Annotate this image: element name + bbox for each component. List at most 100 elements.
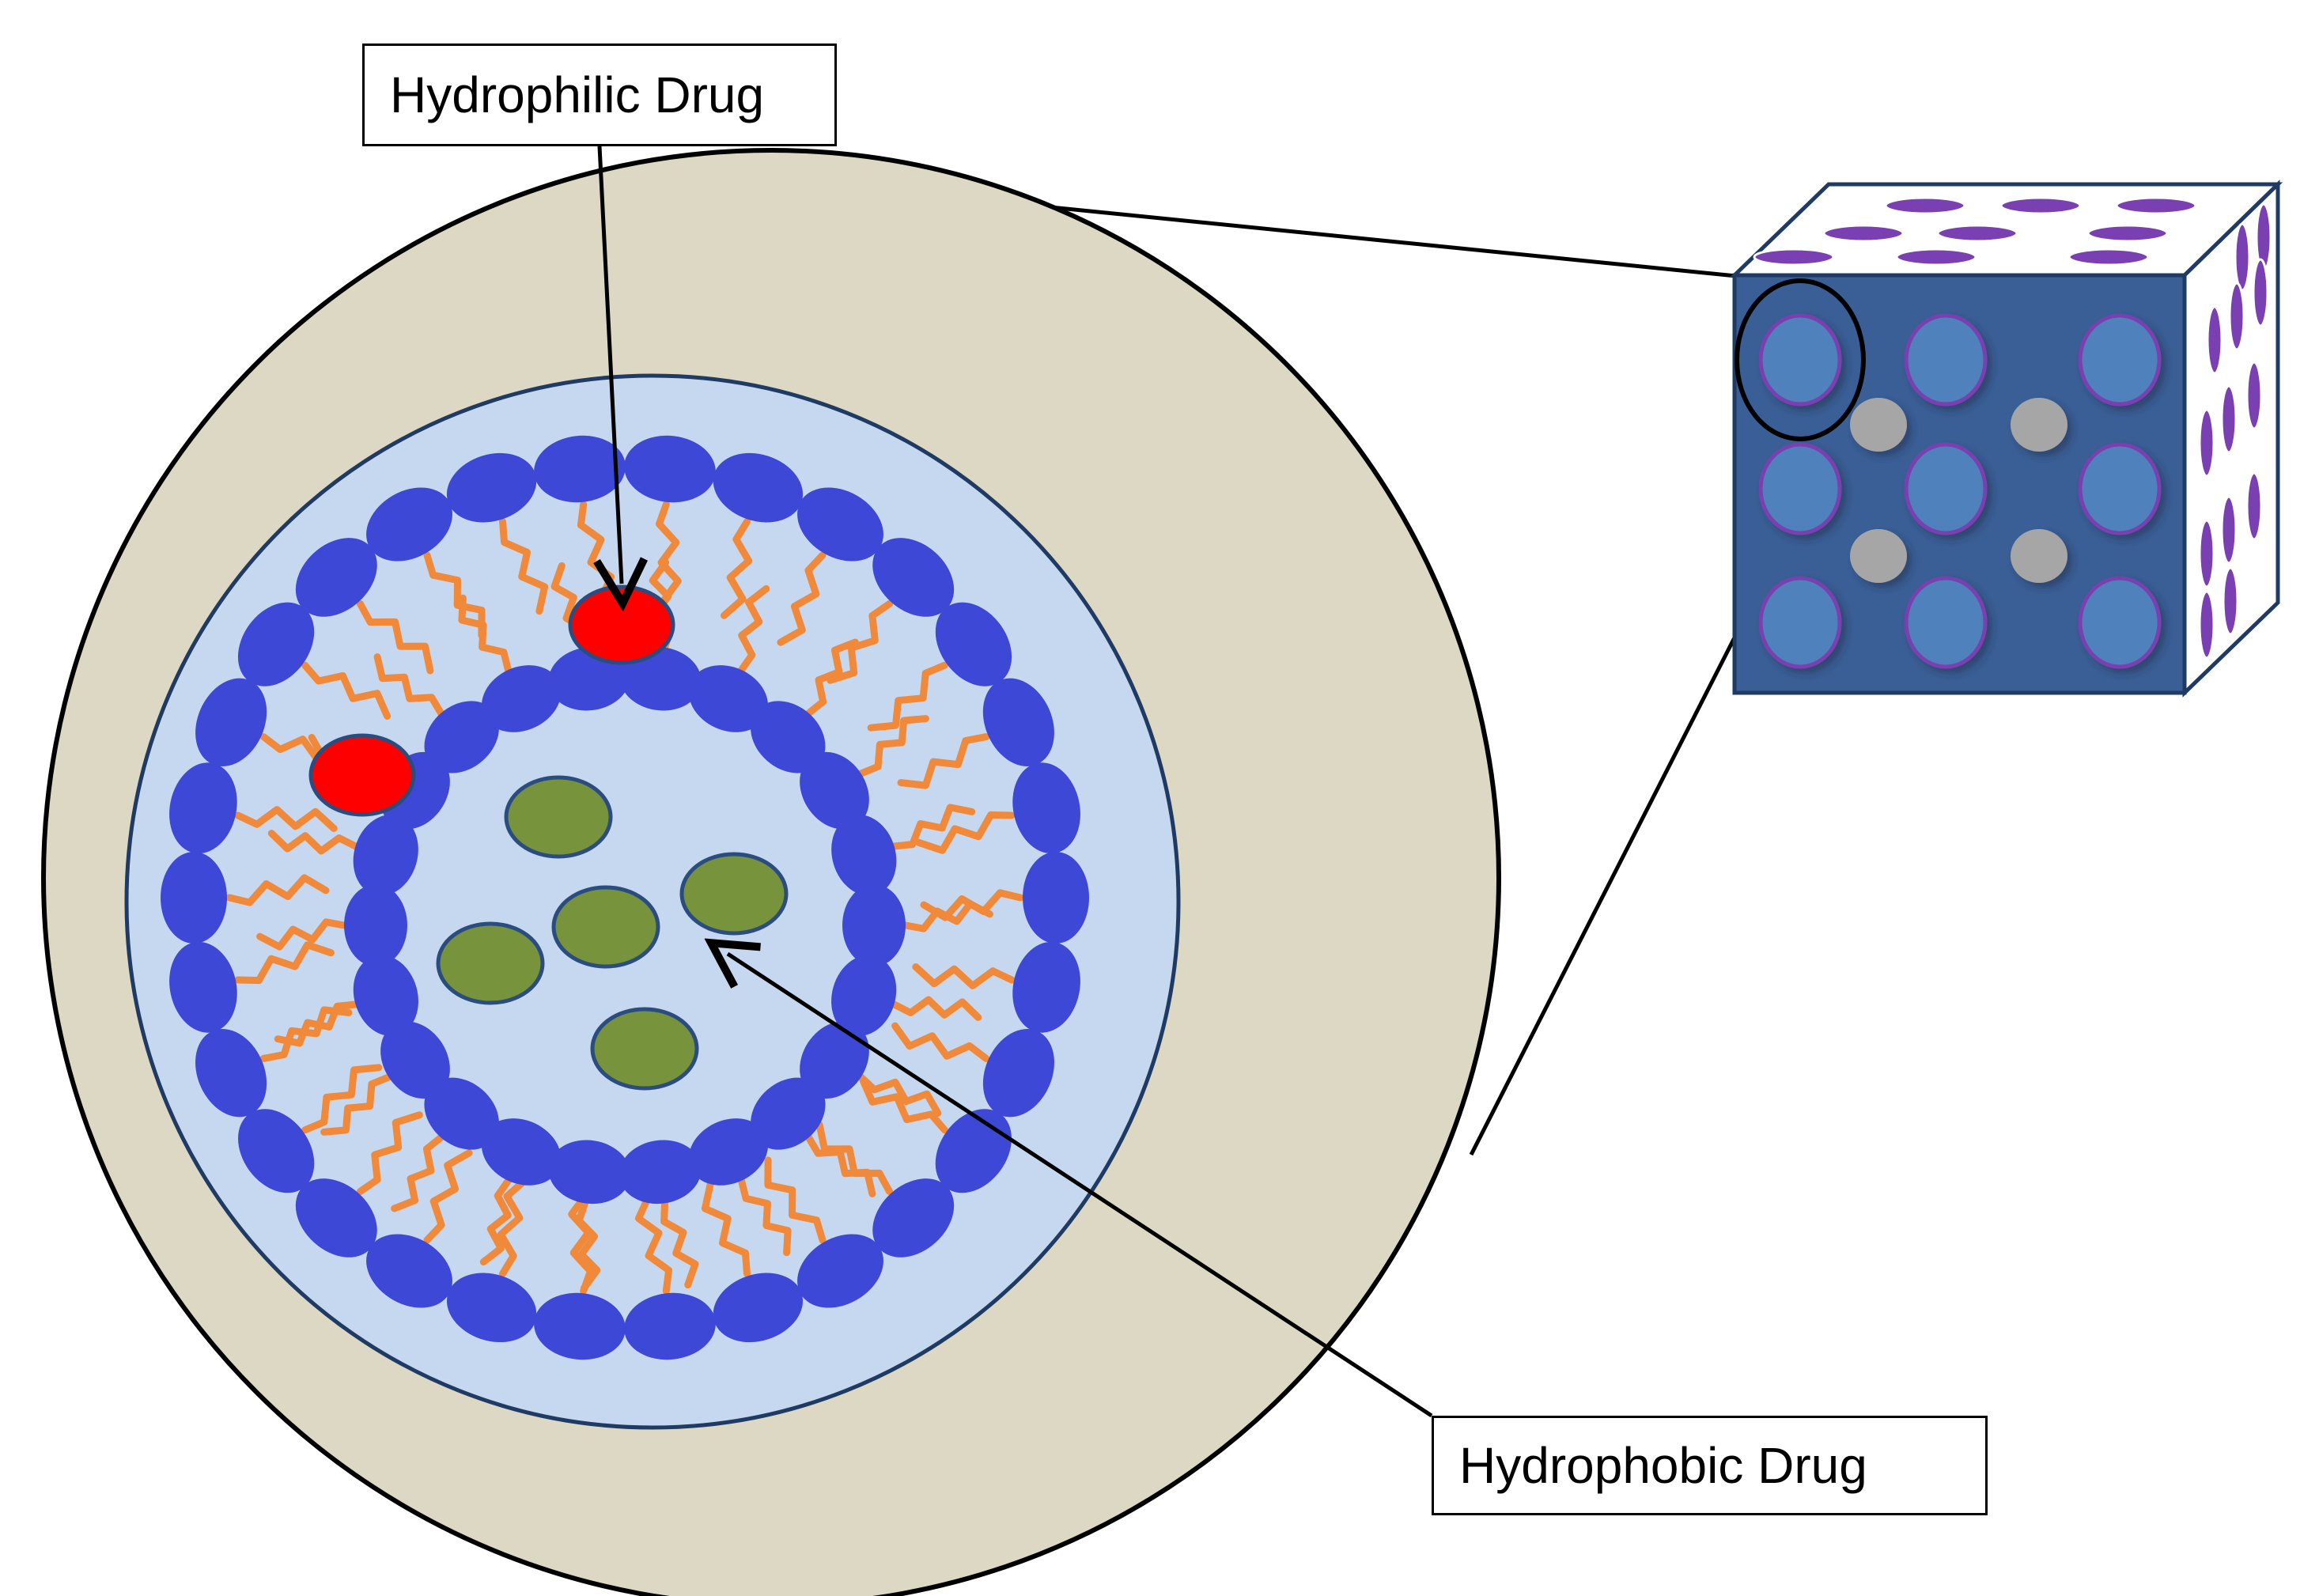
hydrophobic-drug-molecule <box>590 1007 699 1091</box>
cube-top-pore <box>2115 196 2197 215</box>
outer-lipid-head <box>935 1109 1012 1193</box>
outer-lipid-head <box>982 1029 1054 1118</box>
cube-grey-particle <box>1850 398 1907 452</box>
outer-lipid-tail <box>234 806 338 832</box>
inner-lipid-head <box>751 701 826 773</box>
inner-lipid-head <box>688 1118 769 1186</box>
cube-pore <box>1904 313 1988 407</box>
inner-lipid-head <box>800 751 869 830</box>
outer-lipid-tail <box>656 501 682 605</box>
outer-lipid-tail <box>897 733 990 789</box>
outer-lipid-tail <box>301 1064 383 1134</box>
inner-lipid-head <box>424 701 499 773</box>
outer-lipid-head <box>624 1292 716 1360</box>
outer-lipid-head <box>624 435 716 503</box>
outer-lipid-head <box>295 538 377 617</box>
inner-lipid-head <box>619 646 702 711</box>
outer-lipid-tail <box>423 1149 473 1244</box>
cube-top-pore <box>1999 196 2082 215</box>
hydrophobic-drug-molecule <box>504 775 613 859</box>
outer-lipid-head <box>237 602 315 686</box>
outer-lipid-tail <box>568 1190 594 1295</box>
inner-lipid-tail <box>479 1177 512 1266</box>
outer-lipid-tail <box>867 661 948 732</box>
outer-lipid-head <box>366 487 452 562</box>
outer-lipid-tail <box>497 1176 529 1277</box>
outer-lipid-tail <box>301 661 392 720</box>
inner-lipid-head <box>751 1077 826 1150</box>
inner-lipid-tail <box>805 638 859 717</box>
cube-side-pore <box>2234 222 2251 292</box>
inner-lipid-tail <box>391 1133 445 1212</box>
hydrophobic-arrow <box>728 954 1433 1418</box>
outer-lipid-tail <box>827 599 894 684</box>
inner-lipid-tail <box>256 918 348 951</box>
outer-lipid-head <box>1012 762 1080 854</box>
cube-top-pore <box>1936 224 2018 243</box>
cube-side-pore <box>2228 282 2245 351</box>
cube-pore <box>2078 442 2162 535</box>
cube-side-pore <box>2245 361 2263 430</box>
zoom-highlight-ring <box>1735 278 1866 441</box>
inner-lipid-head <box>842 884 906 966</box>
inner-lipid-tail <box>660 1199 699 1289</box>
outer-lipid-head <box>797 487 883 562</box>
inner-lipid-tail <box>274 1000 359 1047</box>
outer-lipid-head <box>982 678 1054 766</box>
outer-lipid-tail <box>234 941 335 985</box>
hydrophilic-drug-molecule <box>568 584 675 665</box>
outer-lipid-head <box>295 1178 377 1258</box>
cube-pores <box>1753 196 2272 669</box>
outer-lipid-head <box>366 1234 452 1308</box>
outer-lipid-tail <box>915 811 1016 854</box>
inner-lipid-head <box>481 1118 562 1186</box>
drug-molecules <box>308 584 789 1091</box>
outer-lipid-head <box>534 435 626 503</box>
inner-lipid-tail <box>373 653 445 717</box>
inner-lipid-tail <box>575 1199 601 1292</box>
cube-pore <box>1758 576 1842 669</box>
outer-lipid-tail <box>891 1022 990 1062</box>
cube-pore <box>1758 442 1842 535</box>
inner-lipid-tail <box>857 715 929 777</box>
cube-top-pore <box>1884 196 1966 215</box>
outer-lipid-tail <box>356 599 434 675</box>
hydrophilic-arrow <box>600 146 622 584</box>
hydrophobic-drug-molecule <box>679 852 789 936</box>
outer-lipid-tail <box>634 1192 673 1295</box>
outer-lipid-head <box>169 762 237 854</box>
outer-lipid-tail <box>423 551 486 639</box>
outer-lipid-tail <box>777 551 827 646</box>
outer-lipid-tail <box>858 1076 948 1134</box>
inner-lipid-tail <box>891 804 976 850</box>
outer-lipid-head <box>797 1234 883 1308</box>
vesicle-core <box>124 373 1181 1430</box>
inner-lipid-tail <box>857 1073 942 1117</box>
cube-grey-particle <box>1850 529 1907 583</box>
cube-side-pore <box>2222 566 2239 636</box>
outer-lipid-head <box>1012 941 1080 1033</box>
outer-lipid-tail <box>721 518 753 619</box>
outer-lipid-head <box>169 941 237 1033</box>
hydrophilic-drug-molecule <box>308 733 416 817</box>
inner-lipid-head <box>380 1021 450 1099</box>
hydrophobic-drug-molecule <box>436 921 545 1005</box>
inner-lipid-head <box>548 1140 631 1205</box>
inner-lipid-tail <box>738 1177 792 1257</box>
cube-grey-particle <box>2011 398 2067 452</box>
cube-top-pore <box>1822 224 1905 243</box>
cube-side-pore <box>2206 305 2223 375</box>
outer-lipid-head <box>872 1178 955 1258</box>
cube-side-pore <box>2198 590 2215 660</box>
mesoporous-cube-icon <box>1729 180 2283 698</box>
inner-lipid-tail <box>902 900 993 932</box>
inner-lipid-head <box>481 665 562 732</box>
lipid-heads <box>161 435 1089 1360</box>
inner-lipid-tail <box>458 594 512 674</box>
cube-pore <box>1904 442 1988 535</box>
inner-lipid-tail <box>805 1133 876 1197</box>
inner-lipid-head <box>800 1021 869 1099</box>
outer-lipid-head <box>713 452 804 523</box>
outer-lipid-tail <box>912 963 1016 989</box>
